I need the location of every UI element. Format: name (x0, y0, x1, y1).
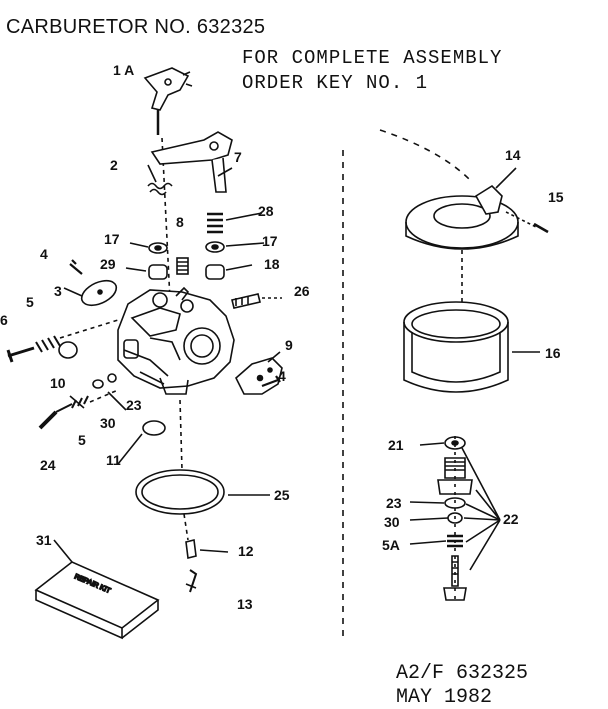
repair-kit-box (34, 561, 160, 640)
label-4-right: 4 (278, 368, 286, 384)
label-22: 22 (503, 511, 519, 527)
label-5-bottom: 5 (78, 432, 86, 448)
bowl-screw-part (443, 555, 467, 601)
idle-screw-part (176, 257, 189, 275)
choke-lever-part (150, 131, 233, 193)
mixture-screw-part (6, 319, 119, 363)
label-5-top: 5 (26, 294, 34, 310)
inlet-needle-part (185, 539, 198, 593)
label-13: 13 (237, 596, 253, 612)
label-15: 15 (548, 189, 564, 205)
main-jet-screw-part (38, 389, 119, 430)
label-1a: 1 A (113, 62, 134, 78)
label-9: 9 (285, 337, 293, 353)
label-18: 18 (264, 256, 280, 272)
float-pin-part (533, 222, 549, 234)
label-30-right: 30 (384, 514, 400, 530)
leader-22 (461, 447, 501, 571)
label-10: 10 (50, 375, 66, 391)
seal-left (148, 264, 168, 280)
label-8: 8 (176, 214, 184, 230)
bowl-gasket-part (135, 469, 225, 515)
label-11: 11 (106, 452, 121, 468)
float-part (405, 184, 519, 250)
label-12: 12 (238, 543, 254, 559)
label-5a: 5A (382, 537, 400, 553)
screw-top-left (69, 259, 83, 275)
label-24: 24 (40, 457, 56, 473)
throttle-plate-part (80, 279, 118, 307)
float-bowl-part (403, 301, 509, 393)
label-23-left: 23 (126, 397, 142, 413)
label-14: 14 (505, 147, 521, 163)
footer-part-number: A2/F 632325 (396, 662, 529, 685)
axis-line (161, 137, 171, 301)
washer-right (205, 241, 225, 253)
assembly-note-line-2: ORDER KEY NO. 1 (242, 72, 429, 94)
assembly-note-line-1: FOR COMPLETE ASSEMBLY (242, 47, 503, 69)
label-17-right: 17 (262, 233, 278, 249)
label-7: 7 (234, 149, 242, 165)
small-washer-left (92, 379, 104, 389)
label-2: 2 (110, 157, 118, 173)
label-28: 28 (258, 203, 274, 219)
washer-left (148, 242, 168, 254)
welch-plug-part (142, 420, 166, 436)
label-21: 21 (388, 437, 404, 453)
footer-date: MAY 1982 (396, 686, 493, 709)
screw-right (261, 375, 281, 388)
label-29: 29 (100, 256, 116, 272)
throttle-lever-part (143, 67, 193, 135)
label-6: 6 (0, 312, 8, 328)
label-25: 25 (274, 487, 290, 503)
label-31: 31 (36, 532, 52, 548)
label-4-top: 4 (40, 246, 48, 262)
connection-curve (379, 129, 471, 181)
label-30-left: 30 (100, 415, 116, 431)
carburetor-body-part (117, 286, 235, 395)
seal-right (205, 264, 225, 280)
label-17-left: 17 (104, 231, 120, 247)
o-ring-part (58, 341, 78, 359)
label-26: 26 (294, 283, 310, 299)
label-16: 16 (545, 345, 561, 361)
idle-spring-part (207, 212, 223, 234)
cover-plate-part (235, 357, 283, 395)
diagram-title: CARBURETOR NO. 632325 (6, 16, 266, 38)
choke-spring-part (147, 182, 173, 196)
label-3: 3 (54, 283, 62, 299)
label-23-right: 23 (386, 495, 402, 511)
small-washer-right (107, 373, 117, 383)
fuel-fitting-part (231, 293, 282, 309)
